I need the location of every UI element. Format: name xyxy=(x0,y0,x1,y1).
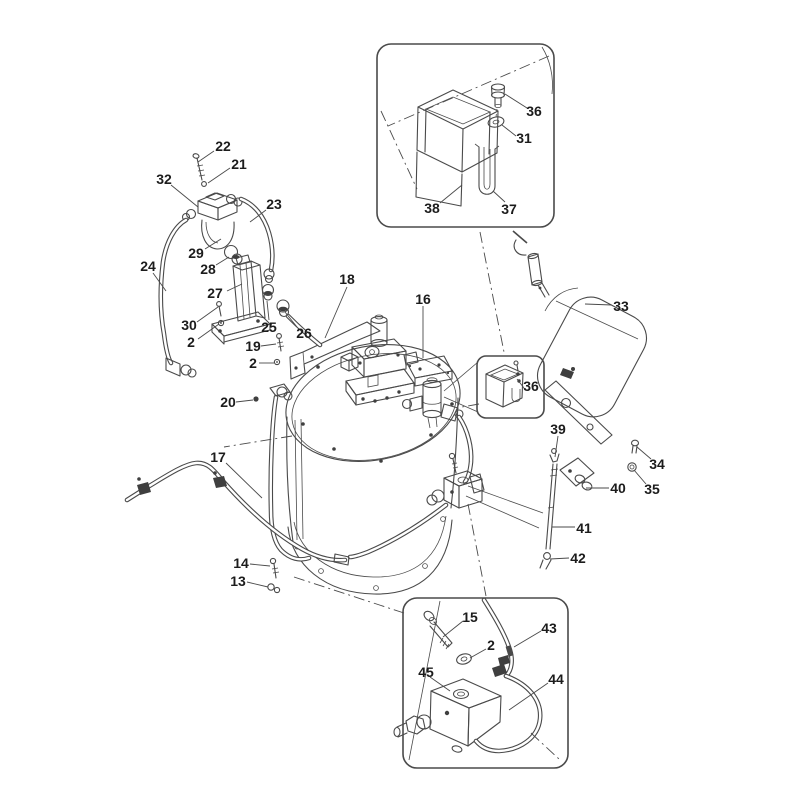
callout-label-40-26: 40 xyxy=(610,480,626,496)
leader-line-24-6 xyxy=(152,272,167,292)
callout-label-32-2: 32 xyxy=(156,171,172,187)
callout-label-13-31: 13 xyxy=(230,573,246,589)
leader-line-23-3 xyxy=(249,209,267,223)
callout-label-24-6: 24 xyxy=(140,258,156,274)
leader-line-45-34 xyxy=(429,676,451,692)
pump-motor-assembly xyxy=(340,314,419,406)
leader-line-27-7 xyxy=(226,283,243,292)
leader-line-20-14 xyxy=(235,399,254,403)
leader-line-31-18 xyxy=(501,124,517,137)
callout-label-19-12: 19 xyxy=(245,338,261,354)
callout-label-36-17: 36 xyxy=(526,103,542,119)
callout-label-42-28: 42 xyxy=(570,550,586,566)
callout-label-14-30: 14 xyxy=(233,555,249,571)
callout-label-25-10: 25 xyxy=(261,319,277,335)
leader-line-19-12 xyxy=(260,343,277,347)
leader-line-36-17 xyxy=(504,93,528,109)
leader-line-22-0 xyxy=(197,150,215,163)
inset-top xyxy=(376,43,555,228)
callout-label-30-8: 30 xyxy=(181,317,197,333)
leader-lines xyxy=(152,93,652,711)
callout-label-18-15: 18 xyxy=(339,271,355,287)
hose-23-fittings xyxy=(238,196,323,348)
callout-label-21-1: 21 xyxy=(231,156,247,172)
leader-line-30-8 xyxy=(196,306,219,323)
inset-bottom xyxy=(393,597,569,769)
long-hose-17 xyxy=(124,460,350,566)
callout-label-20-14: 20 xyxy=(220,394,236,410)
callout-label-39-23: 39 xyxy=(550,421,566,437)
leader-line-25-10 xyxy=(266,300,270,321)
center-lines xyxy=(223,231,544,614)
callout-label-17-29: 17 xyxy=(210,449,226,465)
callout-label-2-33: 2 xyxy=(487,637,495,653)
callout-label-33-21: 33 xyxy=(613,298,629,314)
leader-line-43-35 xyxy=(513,630,542,648)
leader-line-21-1 xyxy=(207,167,231,184)
callout-label-45-34: 45 xyxy=(418,664,434,680)
cooler-27 xyxy=(211,244,285,402)
leader-line-14-30 xyxy=(249,563,271,567)
leader-line-18-15 xyxy=(324,286,348,339)
leader-line-42-28 xyxy=(549,557,570,560)
leader-line-15-32 xyxy=(442,620,464,638)
valve-block-main xyxy=(347,452,485,560)
leader-line-37-20 xyxy=(492,190,506,203)
callout-label-23-3: 23 xyxy=(266,196,282,212)
cover-panel-33 xyxy=(512,230,647,472)
leader-line-33-21 xyxy=(584,303,613,306)
callout-label-29-4: 29 xyxy=(188,245,204,261)
leader-line-38-19 xyxy=(439,184,463,204)
hose-24 xyxy=(158,217,197,378)
leader-line-2-33 xyxy=(469,648,487,659)
leader-line-17-29 xyxy=(225,462,263,499)
mounting-plate-16 xyxy=(406,355,453,387)
leader-line-2-9 xyxy=(197,323,220,340)
callout-label-2-13: 2 xyxy=(249,355,257,371)
callout-label-16-16: 16 xyxy=(415,291,431,307)
leader-line-32-2 xyxy=(170,184,199,208)
leader-line-36-22 xyxy=(516,378,525,389)
callout-label-22-0: 22 xyxy=(215,138,231,154)
callout-label-31-18: 31 xyxy=(516,130,532,146)
callout-label-34-24: 34 xyxy=(649,456,665,472)
leader-line-44-36 xyxy=(508,682,549,711)
leader-line-29-4 xyxy=(204,238,222,250)
callout-label-2-9: 2 xyxy=(187,334,195,350)
callout-label-35-25: 35 xyxy=(644,481,660,497)
leader-line-39-23 xyxy=(554,435,559,458)
leader-line-13-31 xyxy=(246,581,269,588)
filter-assembly xyxy=(181,153,243,250)
bolt-14-clip-13 xyxy=(267,557,281,594)
inset-middle xyxy=(443,355,545,419)
leader-line-35-25 xyxy=(633,469,647,485)
mounting-bracket-18 xyxy=(289,321,381,380)
callout-label-36-22: 36 xyxy=(523,378,539,394)
callout-label-27-7: 27 xyxy=(207,285,223,301)
leader-line-26-11 xyxy=(284,311,298,328)
callout-label-43-35: 43 xyxy=(541,620,557,636)
callout-label-41-27: 41 xyxy=(576,520,592,536)
callout-label-15-32: 15 xyxy=(462,609,478,625)
leader-line-28-5 xyxy=(215,256,230,266)
callout-label-38-19: 38 xyxy=(424,200,440,216)
gas-spring-rod xyxy=(539,448,595,570)
callout-label-26-11: 26 xyxy=(296,325,312,341)
callout-label-44-36: 44 xyxy=(548,671,564,687)
leader-line-34-24 xyxy=(636,446,652,460)
callout-label-37-20: 37 xyxy=(501,201,517,217)
callout-label-28-5: 28 xyxy=(200,261,216,277)
